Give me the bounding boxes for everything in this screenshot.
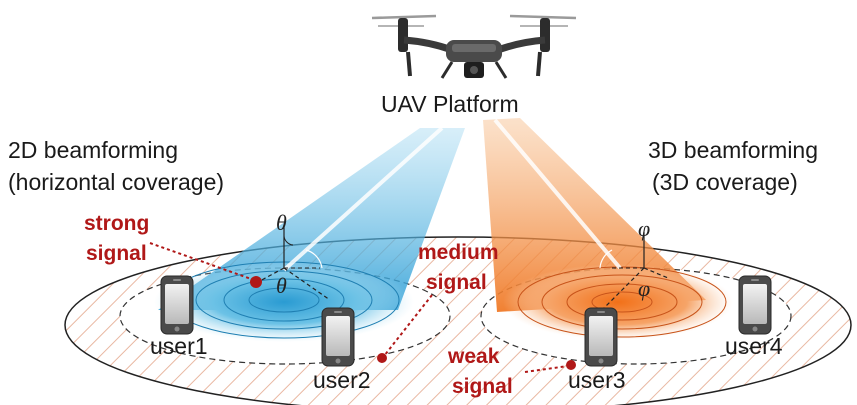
- blue-beam-axis: [282, 126, 444, 272]
- left-top-angle: θ: [276, 210, 287, 235]
- user1-phone-icon: [160, 275, 194, 335]
- medium-signal-marker: [377, 294, 433, 363]
- user3-phone-icon: [584, 307, 618, 367]
- user1-label: user1: [150, 333, 208, 359]
- left-caption-line1: 2D beamforming: [8, 137, 178, 163]
- user4-phone-icon: [738, 275, 772, 335]
- user4-label: user4: [725, 333, 783, 359]
- medium-signal-label-2: signal: [426, 271, 487, 294]
- orange-beam-axis: [493, 118, 622, 270]
- left-bottom-angle: θ: [276, 273, 287, 298]
- weak-signal-marker: [524, 360, 576, 373]
- weak-signal-label-2: signal: [452, 375, 513, 398]
- left-caption-line2: (horizontal coverage): [8, 169, 224, 195]
- strong-signal-marker: [149, 242, 262, 288]
- user2-phone-icon: [321, 307, 355, 367]
- left-angle-geometry: [257, 225, 331, 301]
- right-caption-line1: 3D beamforming: [648, 137, 818, 163]
- strong-signal-label-2: signal: [86, 242, 147, 265]
- user3-label: user3: [568, 367, 626, 393]
- right-angle-geometry: [599, 232, 669, 309]
- user2-label: user2: [313, 367, 371, 393]
- orange-ring-contours: [517, 266, 727, 338]
- right-caption-line2: (3D coverage): [652, 169, 798, 195]
- right-bottom-angle: φ: [638, 276, 650, 301]
- weak-signal-label-1: weak: [447, 345, 500, 368]
- uav-drone-icon: [371, 14, 577, 79]
- orange-footprint: [503, 264, 733, 340]
- blue-beam: [158, 128, 465, 310]
- medium-signal-label-1: medium: [418, 241, 499, 264]
- orange-beam: [483, 118, 706, 312]
- right-top-angle: φ: [638, 216, 650, 241]
- uav-platform-label: UAV Platform: [381, 91, 519, 117]
- strong-signal-label-1: strong: [84, 212, 149, 235]
